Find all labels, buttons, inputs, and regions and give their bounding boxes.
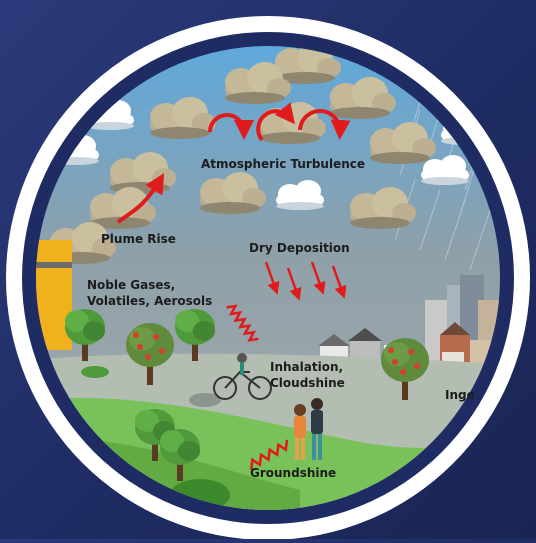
label-atmospheric-turbulence: Atmospheric Turbulence xyxy=(201,157,366,171)
plume-arrow-icon xyxy=(116,173,165,224)
people-icon xyxy=(294,398,323,460)
label-ingestion: Inge xyxy=(445,388,475,402)
radiation-wave-icon xyxy=(226,304,259,342)
label-noble-gases-line1: Noble Gases, xyxy=(87,278,176,292)
label-groundshine: Groundshine xyxy=(250,466,337,480)
radiation-wave-icon xyxy=(249,439,289,470)
label-noble-gases-line2: Volatiles, Aerosols xyxy=(87,294,213,308)
label-inhalation-line2: Cloudshine xyxy=(270,376,345,390)
turbulence-arrow-icon xyxy=(208,102,351,142)
deposition-arrow-icon xyxy=(264,261,347,301)
label-dry-deposition: Dry Deposition xyxy=(249,241,350,255)
label-plume-rise: Plume Rise xyxy=(101,232,176,246)
cyclist-icon xyxy=(213,353,272,400)
label-inhalation-line1: Inhalation, xyxy=(270,360,344,374)
